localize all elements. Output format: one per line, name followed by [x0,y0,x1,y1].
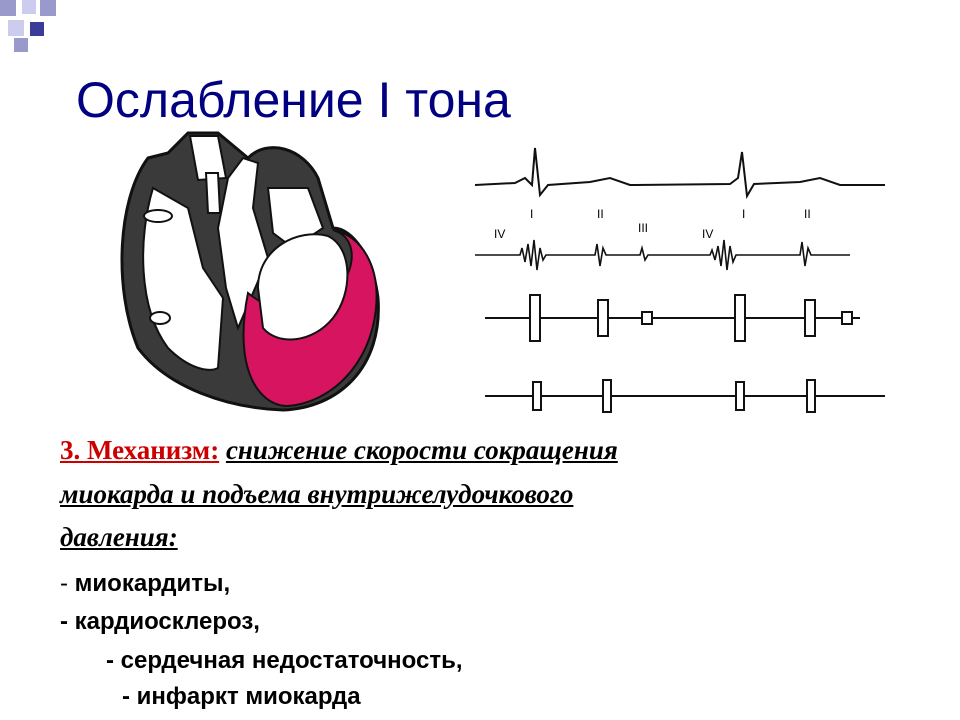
list-item: - кардиосклероз, [60,608,260,635]
mechanism-label: 3. Механизм: [60,435,220,465]
mechanism-line-2: миокарда и подъема внутрижелудочкового [60,479,574,509]
mechanism-text-1: снижение скорости сокращения [225,435,618,465]
phono-label: I [530,207,533,221]
mechanism-line-3: давления: [60,522,178,552]
phono-label: II [597,207,604,221]
phono-label: I [742,207,745,221]
phono-label: IV [494,227,505,241]
slide-title: Ослабление I тона [76,72,511,128]
list-item: - сердечная недостаточность, [106,647,463,674]
heart-illustration [120,131,380,412]
list-item: - миокардиты, - [60,570,231,597]
decorative-header-squares [0,0,960,52]
phono-label: II [804,207,811,221]
phono-label: III [638,221,648,235]
ecg-phonocardiogram-figure: IV I II III IV I II [474,147,885,413]
list-item: - инфаркт миокарда [122,683,361,710]
phono-label: IV [702,227,713,241]
mechanism-line-1: 3. Механизм: снижение скорости сокращени… [60,434,618,466]
